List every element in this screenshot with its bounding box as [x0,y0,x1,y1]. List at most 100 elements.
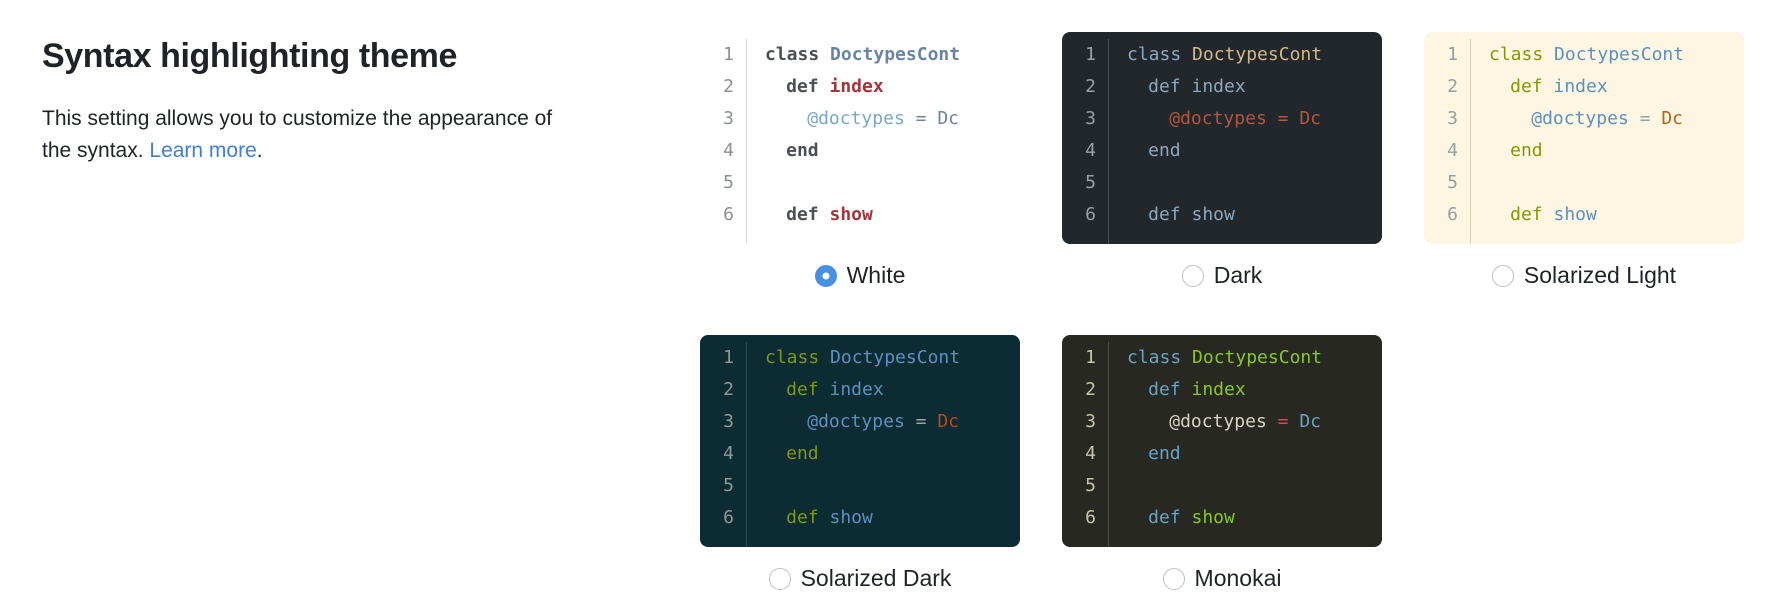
code-line [1489,167,1744,199]
code-line: end [1127,438,1382,470]
code-token-kw: def [786,204,830,225]
radio-dark[interactable] [1181,264,1204,287]
code-token-konst: Dc [937,108,959,129]
code-token-fn: index [1191,379,1246,400]
code-line: def index [1489,71,1744,103]
code-token-cls: DoctypesCont [1554,44,1685,65]
radio-white[interactable] [814,264,837,287]
line-number: 6 [723,204,734,225]
setting-description-text: This setting allows you to customize the… [42,106,553,162]
code-token-kw: class [765,44,831,65]
page-title: Syntax highlighting theme [42,37,458,75]
code-token-cls: DoctypesCont [830,347,961,368]
code-token-cls: DoctypesCont [1192,347,1323,368]
code-line [765,167,1020,199]
code-line: def show [1127,199,1382,231]
code-token-kw: def [1148,507,1192,528]
code-token-kw: def [786,379,830,400]
code-token-ivar: @doctypes [807,411,905,432]
code-line: end [765,135,1020,167]
code-line: @doctypes = Dc [765,406,1020,438]
setting-description-suffix: . [256,138,263,162]
code-token-op: = [904,411,938,432]
line-number: 4 [723,140,734,161]
line-number: 4 [1085,140,1096,161]
code-token-fn: index [829,379,884,400]
theme-radio-row-dark[interactable]: Dark [1062,264,1382,287]
code-token-kw: class [1127,44,1193,65]
code-token-konst: Dc [1661,108,1683,129]
code-token-kw: class [1127,347,1193,368]
code-line: class DoctypesCont [1489,39,1744,71]
code-token-ivar: @doctypes [807,108,905,129]
code-line: @doctypes = Dc [765,103,1020,135]
theme-radio-row-solarized-dark[interactable]: Solarized Dark [700,567,1020,590]
learn-more-link[interactable]: Learn more [149,138,257,162]
code-token-op: = [1628,108,1662,129]
line-number: 6 [1085,204,1096,225]
code-token-fn: show [1191,507,1235,528]
line-number: 5 [1447,172,1458,193]
line-number: 3 [1085,108,1096,129]
radio-label-solarized-dark[interactable]: Solarized Dark [800,565,952,591]
radio-label-white[interactable]: White [846,262,906,288]
code-line: def show [765,199,1020,231]
code-line [1127,167,1382,199]
code-token-kw: def [1148,204,1192,225]
theme-radio-row-monokai[interactable]: Monokai [1062,567,1382,590]
line-number: 5 [1085,172,1096,193]
code-line: @doctypes = Dc [1127,103,1382,135]
theme-radio-row-white[interactable]: White [700,264,1020,287]
radio-solarized-light[interactable] [1491,264,1514,287]
code-token-ivar: @doctypes [1169,411,1267,432]
code-lines: class DoctypesCont def index @doctypes = D… [1108,342,1382,547]
code-line: def index [765,374,1020,406]
code-line: class DoctypesCont [1127,39,1382,71]
code-token-kw: class [1489,44,1555,65]
code-line: class DoctypesCont [765,39,1020,71]
radio-solarized-dark[interactable] [768,567,791,590]
code-line [1127,470,1382,502]
code-token-op: = [1266,411,1300,432]
radio-label-solarized-light[interactable]: Solarized Light [1523,262,1677,288]
code-token-fn: show [829,204,873,225]
line-number: 5 [1085,475,1096,496]
line-number: 4 [1447,140,1458,161]
code-line: class DoctypesCont [1127,342,1382,374]
code-line [765,470,1020,502]
code-line: end [1127,135,1382,167]
code-line: end [765,438,1020,470]
line-number: 4 [723,443,734,464]
theme-radio-row-solarized-light[interactable]: Solarized Light [1424,264,1744,287]
line-number: 2 [723,76,734,97]
line-number: 3 [723,411,734,432]
code-line: def show [1489,199,1744,231]
radio-monokai[interactable] [1162,567,1185,590]
code-token-kw: def [1148,76,1192,97]
radio-label-monokai[interactable]: Monokai [1194,565,1282,591]
code-token-kw: def [1510,204,1554,225]
radio-label-dark[interactable]: Dark [1213,262,1263,288]
code-token-konst: Dc [937,411,959,432]
